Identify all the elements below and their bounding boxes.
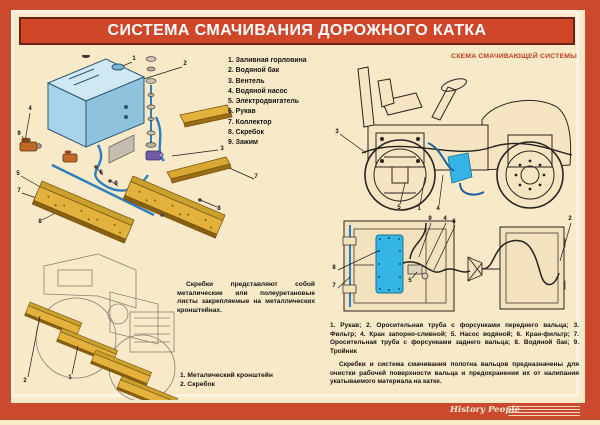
callout-number: 6 — [452, 219, 456, 225]
side-leader-lines — [339, 133, 444, 206]
pump-highlight — [427, 142, 485, 196]
schematic-tank — [375, 234, 404, 294]
parts-list-item: 4. Водяной насос — [228, 87, 288, 95]
callout-number: 8 — [332, 265, 336, 271]
bracket-drawing — [24, 253, 179, 400]
articulation-joint — [467, 256, 500, 282]
seat-back — [377, 78, 395, 108]
fitting-column — [145, 56, 157, 148]
callout-number: 2 — [568, 216, 572, 222]
bracket-label: 2. Скребок — [180, 381, 215, 388]
callout-number: 1 — [417, 206, 421, 212]
callout-number: 1 — [68, 375, 72, 381]
callout-number: 7 — [332, 283, 336, 289]
callout-number: 9 — [17, 131, 21, 137]
side-view-figure: 3 5 1 4 — [332, 65, 578, 215]
callout-number: 4 — [443, 216, 447, 222]
scraper-blade-left — [31, 180, 135, 244]
callout-number: 3 — [335, 129, 339, 135]
pump-cluster — [407, 264, 429, 280]
parts-list-item: 9. Зажим — [228, 139, 259, 147]
footer-brand: History People — [450, 405, 520, 415]
callout-number: 7 — [17, 188, 21, 194]
poster-title: СИСТЕМА СМАЧИВАНИЯ ДОРОЖНОГО КАТКА — [107, 22, 487, 39]
scheme-caption: 1. Рукав; 2. Оросительная труба с форсун… — [330, 322, 579, 356]
steering-wheel — [441, 78, 467, 92]
callout-number: 9 — [114, 181, 118, 187]
bracket-leader-lines — [27, 315, 79, 378]
tank-cap — [82, 55, 90, 58]
schematic-drawing — [337, 220, 572, 312]
callout-number: 8 — [217, 206, 221, 212]
callout-number: 4 — [436, 206, 440, 212]
valve-orange-1 — [19, 137, 42, 152]
schematic-leader-lines — [337, 222, 572, 289]
callout-number: 5 — [397, 205, 401, 211]
parts-list-item: 7. Коллектор — [228, 118, 272, 126]
steering-column — [431, 86, 457, 121]
bracket-labels: 1. Металический кронштейн 2. Скребок — [180, 371, 300, 389]
tank-bracket — [108, 134, 135, 164]
rear-frame — [499, 226, 565, 310]
schematic-hoses — [402, 222, 560, 286]
bracket-label: 1. Металический кронштейн — [180, 372, 273, 379]
valve-orange-2 — [62, 150, 78, 163]
collector-rails — [166, 104, 233, 184]
scraper-blade-right — [122, 175, 226, 239]
scraper-note: Скребки представляют собой металические … — [177, 281, 315, 314]
exploded-view-figure: 1 2 4 9 5 7 3 6 9 8 8 7 — [14, 55, 264, 277]
rear-drum — [496, 134, 564, 209]
side-view-drawing — [339, 66, 573, 211]
border-right — [585, 0, 600, 420]
mounted-scrapers — [24, 301, 179, 400]
callout-number: 5 — [408, 278, 412, 284]
callout-number: 3 — [220, 146, 224, 152]
valve-purple — [145, 150, 164, 161]
callout-number: 6 — [99, 170, 103, 176]
parts-list-item: 3. Вентель — [228, 77, 265, 85]
callout-number: 2 — [23, 378, 27, 384]
purpose-note: Скребки и система смачивания полотна вал… — [330, 361, 579, 386]
callout-number: 7 — [254, 174, 258, 180]
border-left — [0, 0, 11, 420]
callout-number: 2 — [183, 61, 187, 67]
water-tank — [46, 58, 146, 148]
front-post — [357, 66, 375, 128]
parts-list-item: 8. Скребок — [228, 129, 264, 137]
clamps — [94, 165, 202, 217]
callout-number: 5 — [16, 171, 20, 177]
title-banner: СИСТЕМА СМАЧИВАНИЯ ДОРОЖНОГО КАТКА — [19, 17, 575, 45]
callout-number: 9 — [428, 216, 432, 222]
callout-number: 8 — [38, 219, 42, 225]
exploded-view-drawing — [19, 55, 255, 244]
main-hose — [361, 142, 573, 156]
parts-list-item: 1. Заливная горловина — [228, 57, 307, 64]
footer-fine-print — [508, 406, 580, 417]
seat — [381, 92, 423, 116]
parts-list: 1. Заливная горловина 2. Водяной бак 3. Ве… — [228, 56, 333, 149]
front-drum — [364, 132, 436, 211]
callout-number: 1 — [132, 56, 136, 62]
border-bottom — [0, 403, 600, 420]
border-top — [0, 0, 600, 10]
parts-list-item: 5. Электродвигатель — [228, 98, 300, 106]
roller-outline — [35, 253, 176, 400]
parts-list-item: 6. Рукав — [228, 108, 256, 116]
callout-number: 4 — [28, 106, 32, 112]
parts-list-item: 2. Водяной бак — [228, 67, 280, 75]
scheme-header: СХЕМА СМАЧИВАЮЩЕЙ СИСТЕМЫ — [451, 53, 577, 60]
